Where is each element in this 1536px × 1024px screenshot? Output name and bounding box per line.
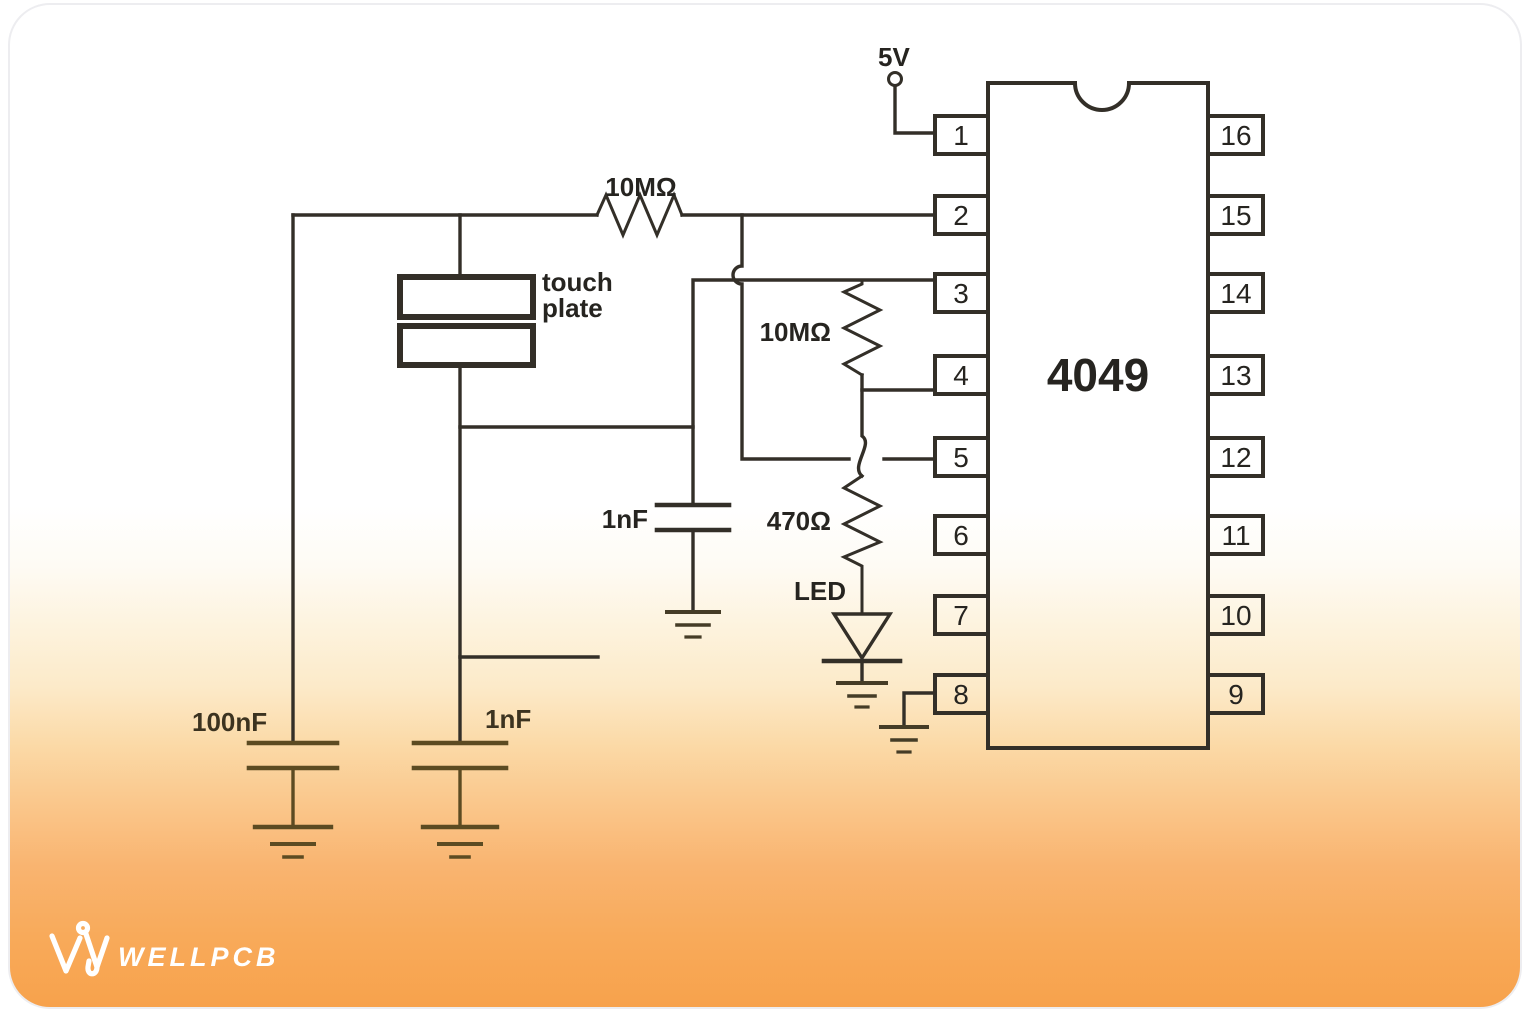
touch-plate-lower [397,323,536,368]
pin-box-13 [1206,354,1265,396]
ic-pins-left: 1 2 3 4 5 6 7 8 [933,114,990,715]
resistor-zigzag [595,191,684,239]
pin-label-10: 10 [1220,600,1251,631]
led: LED [794,576,903,709]
ground-icon [879,725,929,754]
led-label: LED [794,576,846,606]
wire-pin8-to-ground [902,691,937,729]
ic-body [986,81,1210,750]
ground-icon [836,681,888,709]
pin-box-14 [1206,272,1265,314]
pin-label-11: 11 [1221,520,1250,551]
wire-pin3-branch [691,278,937,507]
cap-c1-label: 100nF [192,707,267,737]
wire-pin5-branch [731,213,851,461]
logo: WELLPCB [49,920,279,977]
resistor-r2-label: 10MΩ [760,317,831,347]
pin-box-9 [1206,673,1265,715]
wires [291,213,937,745]
wellpcb-logo-icon [49,920,110,977]
touch-plate-upper [397,274,536,320]
pin-label-13: 13 [1220,360,1251,391]
touch-plate-label-1: touch [542,267,613,297]
ic-label: 4049 [1047,349,1149,401]
pin-box-2 [933,194,990,236]
pin-label-3: 3 [953,278,969,309]
pin-box-6 [933,514,990,556]
touch-plate: touch plate [397,267,613,368]
pin-box-15 [1206,194,1265,236]
pin-label-2: 2 [953,200,969,231]
led-triangle-icon [830,612,894,662]
pin-box-10 [1206,594,1265,636]
ground-icon [665,610,721,639]
pin-label-14: 14 [1220,278,1251,309]
capacitor-1nF-left: 1nF [411,704,531,859]
pin-box-4 [933,354,990,396]
pin-box-7 [933,594,990,636]
pin-label-9: 9 [1228,679,1244,710]
pin-label-6: 6 [953,520,969,551]
ground-pin8 [879,691,937,754]
resistor-r1-label: 10MΩ [605,172,676,202]
pin-label-5: 5 [953,442,969,473]
supply-terminal-icon [887,71,903,87]
ground-icon [420,824,500,859]
supply-label: 5V [878,42,910,72]
touch-plate-label-2: plate [542,293,603,323]
ic-pins-right: 16 15 14 13 12 11 10 9 [1206,114,1265,715]
capacitor-100nF: 100nF [192,707,340,859]
wire-supply-to-pin1 [893,84,937,135]
pin-box-11 [1206,514,1265,556]
power-terminal-5v: 5V [878,42,937,135]
ic-4049: 4049 1 2 3 4 5 6 7 8 16 [933,81,1265,750]
resistor-10M-horizontal: 10MΩ [595,172,684,239]
resistor-zigzag [840,278,884,378]
pin-box-3 [933,272,990,314]
pin-label-7: 7 [953,600,969,631]
wire-resistor-hop [856,373,868,479]
pin-label-15: 15 [1220,200,1251,231]
cap-c3-label: 1nF [485,704,531,734]
pin-box-12 [1206,436,1265,478]
pin-box-1 [933,114,990,156]
circuit-card [8,3,1522,1009]
pin-label-12: 12 [1220,442,1251,473]
resistor-10M-vertical: 10MΩ [760,278,884,378]
cap-c2-label: 1nF [602,504,648,534]
pin-box-16 [1206,114,1265,156]
resistor-r3-label: 470Ω [767,506,831,536]
wellpcb-logo-text: WELLPCB [118,942,279,972]
pin-label-4: 4 [953,360,969,391]
pin-label-1: 1 [953,120,969,151]
resistor-470: 470Ω [767,473,884,615]
pin-box-8 [933,673,990,715]
capacitor-1nF-mid: 1nF [602,502,732,639]
ground-icon [252,824,334,859]
pin-label-16: 16 [1220,120,1251,151]
pin-box-5 [933,436,990,478]
resistor-zigzag [840,473,884,615]
pin-label-8: 8 [953,679,969,710]
